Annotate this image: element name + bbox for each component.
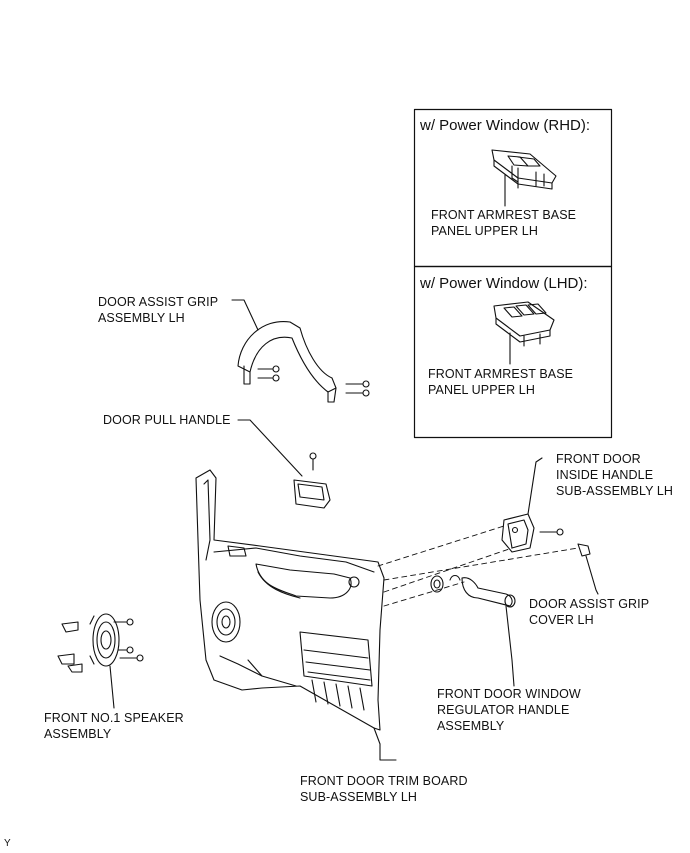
inset-title-rhd: w/ Power Window (RHD):	[420, 117, 591, 134]
leader-pull-handle	[237, 419, 303, 477]
leader-grip-cover	[585, 555, 599, 595]
label-line: DOOR ASSIST GRIP	[529, 597, 650, 611]
label-line: FRONT DOOR WINDOW	[437, 687, 581, 701]
label-grip-cover: DOOR ASSIST GRIP COVER LH	[529, 596, 649, 628]
armrest-panel-lhd-drawing	[493, 301, 555, 365]
armrest-panel-rhd-drawing	[491, 149, 557, 207]
label-pull-handle: DOOR PULL HANDLE	[103, 412, 231, 428]
leader-speaker	[109, 665, 115, 709]
alignment-lines	[377, 525, 579, 607]
leader-assist-grip	[231, 299, 259, 331]
label-line: ASSEMBLY LH	[98, 311, 185, 325]
label-line: INSIDE HANDLE	[556, 468, 654, 482]
label-line: FRONT DOOR	[556, 452, 641, 466]
label-speaker: FRONT NO.1 SPEAKER ASSEMBLY	[44, 710, 184, 742]
leader-regulator	[505, 605, 515, 687]
label-line: SUB-ASSEMBLY LH	[556, 484, 674, 498]
label-line: FRONT DOOR TRIM BOARD	[300, 774, 468, 788]
label-line: FRONT ARMREST BASE	[431, 208, 577, 222]
label-line: ASSEMBLY	[44, 727, 112, 741]
label-line: REGULATOR HANDLE	[437, 703, 570, 717]
label-line: COVER LH	[529, 613, 594, 627]
leader-inside-handle	[527, 457, 543, 515]
assist-grip-drawing	[231, 299, 370, 403]
pull-handle-drawing	[237, 419, 331, 509]
label-line: PANEL UPPER LH	[431, 224, 538, 238]
label-line: PANEL UPPER LH	[428, 383, 535, 397]
label-line: SUB-ASSEMBLY LH	[300, 790, 418, 804]
figure-mark: Y	[4, 838, 11, 849]
label-line: ASSEMBLY	[437, 719, 505, 733]
regulator-handle-drawing	[430, 574, 516, 687]
inset-title-lhd: w/ Power Window (LHD):	[420, 275, 588, 292]
label-line: DOOR ASSIST GRIP	[98, 295, 219, 309]
label-line: FRONT ARMREST BASE	[428, 367, 574, 381]
label-line: DOOR PULL HANDLE	[103, 413, 231, 427]
label-line: FRONT NO.1 SPEAKER	[44, 711, 184, 725]
label-trim-board: FRONT DOOR TRIM BOARD SUB-ASSEMBLY LH	[300, 773, 468, 805]
inset-box-lhd	[413, 265, 613, 439]
label-inside-handle: FRONT DOOR INSIDE HANDLE SUB-ASSEMBLY LH	[556, 451, 673, 499]
label-regulator-handle: FRONT DOOR WINDOW REGULATOR HANDLE ASSEM…	[437, 686, 581, 734]
label-armrest-rhd: FRONT ARMREST BASE PANEL UPPER LH	[431, 207, 576, 239]
label-armrest-lhd: FRONT ARMREST BASE PANEL UPPER LH	[428, 366, 573, 398]
label-assist-grip: DOOR ASSIST GRIP ASSEMBLY LH	[98, 294, 218, 326]
inside-handle-drawing	[501, 457, 564, 553]
trim-board-drawing	[195, 469, 397, 761]
speaker-drawing	[57, 613, 144, 709]
grip-cover-drawing	[577, 543, 599, 595]
leader-trim-board	[373, 727, 397, 761]
